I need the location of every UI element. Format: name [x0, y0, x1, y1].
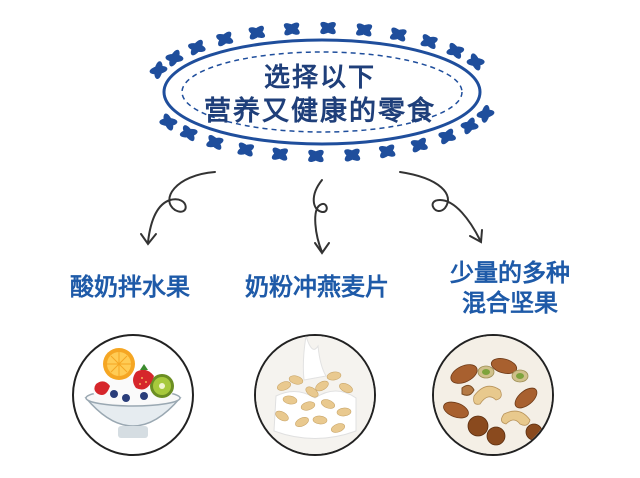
- arrow-right-icon: [399, 171, 483, 244]
- laurel-leaf: [169, 49, 180, 67]
- laurel-leaf: [179, 128, 198, 138]
- laurel-leaf: [284, 22, 300, 36]
- laurel-leaf: [389, 29, 407, 40]
- laurel-leaf: [271, 148, 288, 160]
- laurel-leaf: [441, 128, 454, 145]
- laurel-leaf: [237, 144, 255, 155]
- laurel-leaf: [420, 36, 438, 47]
- laurel-leaf: [481, 104, 490, 123]
- laurel-leaf: [154, 61, 163, 80]
- laurel-leaf: [356, 24, 373, 36]
- laurel-leaf: [446, 46, 465, 56]
- laurel-leaf: [380, 144, 395, 159]
- mixed-nuts-icon: [432, 334, 554, 456]
- laurel-leaf: [320, 21, 336, 35]
- laurel-leaf: [308, 149, 324, 163]
- laurel-leaf: [206, 137, 224, 148]
- title-line-1: 选择以下: [263, 63, 376, 93]
- laurel-leaf: [412, 137, 426, 153]
- option-label-yogurt: 酸奶拌水果: [70, 273, 190, 301]
- laurel-leaf: [344, 148, 360, 162]
- option-label-oatmeal: 奶粉冲燕麦片: [245, 273, 389, 301]
- option-label-nuts-line2: 混合坚果: [462, 289, 558, 317]
- laurel-leaves: [149, 21, 495, 163]
- yogurt-fruit-bowl-icon: [72, 334, 194, 456]
- milk-oatmeal-icon: [254, 334, 376, 456]
- arrow-left-icon: [140, 171, 216, 246]
- title-line-2: 营养又健康的零食: [204, 96, 436, 127]
- laurel-leaf: [159, 118, 178, 127]
- laurel-leaf: [218, 31, 232, 47]
- laurel-leaf: [466, 57, 485, 66]
- arrow-middle-icon: [312, 179, 330, 255]
- laurel-leaf: [249, 25, 264, 40]
- laurel-leaf: [190, 39, 203, 56]
- laurel-leaf: [464, 117, 475, 135]
- outer-ellipse: [162, 38, 482, 146]
- inner-dashed-ellipse: [181, 51, 463, 133]
- option-label-nuts-line1: 少量的多种: [450, 259, 570, 287]
- option-label-nuts: 少量的多种 混合坚果: [410, 258, 610, 318]
